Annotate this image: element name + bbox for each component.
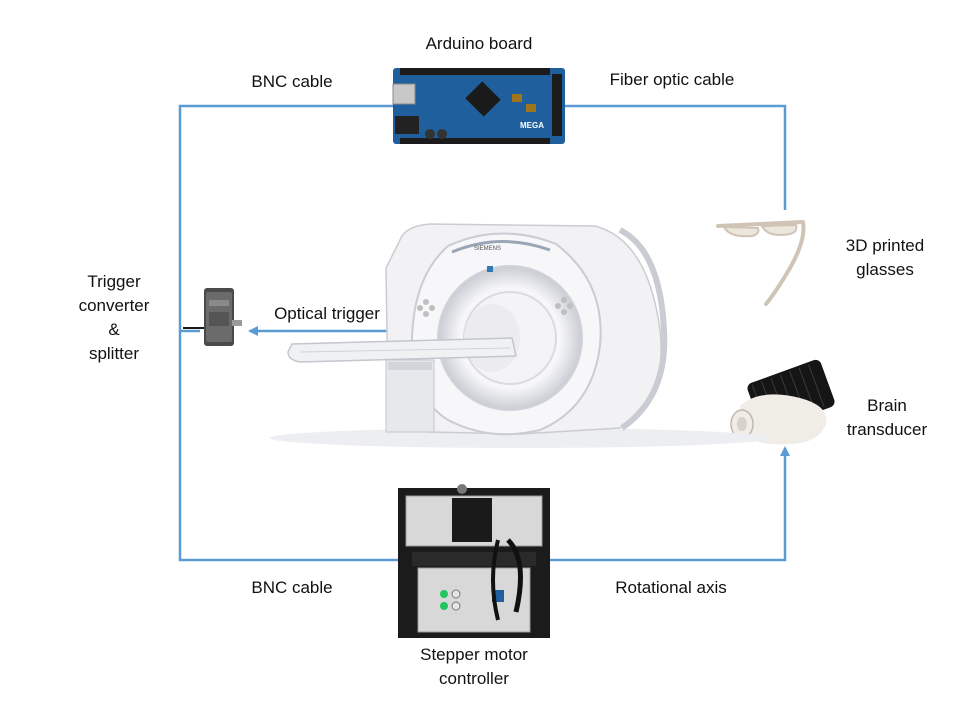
arduino-board-icon: MEGA (392, 68, 565, 144)
rotational-axis-arrow (548, 446, 790, 562)
glasses-icon (716, 220, 806, 306)
connector-lines (178, 104, 790, 562)
stepper-controller-label: Stepper motor controller (420, 645, 528, 688)
bnc-cable-top-line (178, 104, 400, 562)
brain-transducer-icon (730, 359, 835, 445)
trigger-box-icon (183, 288, 242, 346)
mri-scanner-icon: SIEMENS (270, 223, 770, 448)
optical-trigger-label: Optical trigger (274, 304, 380, 323)
mri-brand-text: SIEMENS (474, 246, 501, 252)
trigger-converter-label: Trigger converter & splitter (78, 272, 150, 363)
fiber-optic-line (562, 104, 787, 210)
stepper-controller-icon (398, 484, 550, 638)
fiber-optic-label: Fiber optic cable (609, 70, 735, 89)
bnc-cable-bottom-label: BNC cable (251, 578, 333, 597)
glasses-label: 3D printed glasses (845, 236, 925, 279)
arduino-board-label: Arduino board (425, 34, 533, 53)
brain-transducer-label: Brain transducer (846, 396, 928, 439)
bnc-cable-top-label: BNC cable (251, 72, 333, 91)
rotational-axis-label: Rotational axis (615, 578, 727, 597)
arduino-board-text: MEGA (520, 121, 544, 130)
